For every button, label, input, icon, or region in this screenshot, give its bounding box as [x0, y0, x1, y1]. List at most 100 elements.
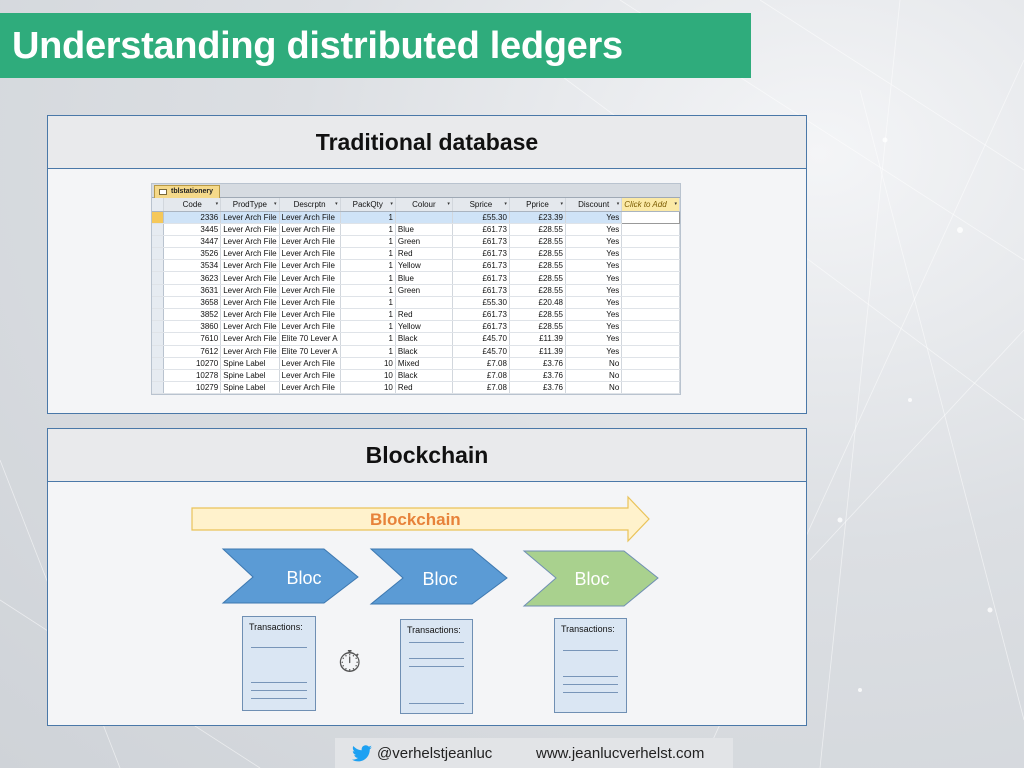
- table-cell[interactable]: Lever Arch File: [220, 308, 280, 322]
- table-cell[interactable]: Lever Arch File: [220, 259, 280, 273]
- table-cell[interactable]: £45.70: [452, 345, 510, 358]
- add-column-cell[interactable]: [621, 332, 680, 346]
- table-cell[interactable]: 10270: [163, 357, 222, 370]
- table-cell[interactable]: £3.76: [509, 369, 566, 383]
- table-cell[interactable]: Yellow: [395, 320, 453, 334]
- table-cell[interactable]: Lever Arch File: [279, 223, 341, 236]
- table-cell[interactable]: 3658: [163, 296, 222, 310]
- table-cell[interactable]: Lever Arch File: [220, 296, 280, 310]
- row-selector[interactable]: [152, 369, 165, 383]
- table-cell[interactable]: £28.55: [509, 308, 566, 322]
- table-cell[interactable]: Blue: [395, 271, 453, 285]
- add-column-cell[interactable]: [621, 271, 680, 285]
- table-cell[interactable]: Yes: [565, 235, 623, 249]
- table-cell[interactable]: £28.55: [509, 223, 566, 236]
- table-cell[interactable]: 1: [340, 345, 396, 358]
- add-column-cell[interactable]: [621, 210, 680, 224]
- table-tab[interactable]: tblstationery: [154, 185, 221, 198]
- table-cell[interactable]: Yes: [565, 223, 623, 236]
- table-cell[interactable]: Yellow: [395, 259, 453, 273]
- column-dropdown-icon[interactable]: ▾: [335, 201, 338, 207]
- table-cell[interactable]: 1: [340, 308, 396, 322]
- table-cell[interactable]: 3447: [163, 235, 222, 249]
- column-dropdown-icon[interactable]: ▾: [274, 201, 277, 207]
- add-column-cell[interactable]: [621, 381, 680, 394]
- table-cell[interactable]: Yes: [565, 296, 623, 310]
- row-selector[interactable]: [152, 211, 165, 224]
- table-cell[interactable]: Lever Arch File: [279, 320, 341, 334]
- table-cell[interactable]: Lever Arch File: [220, 320, 280, 334]
- table-cell[interactable]: £61.73: [452, 320, 510, 334]
- table-cell[interactable]: £28.55: [509, 320, 566, 334]
- column-dropdown-icon[interactable]: ▾: [390, 201, 393, 207]
- table-cell[interactable]: £23.39: [509, 211, 566, 224]
- add-column-cell[interactable]: [621, 357, 680, 370]
- table-cell[interactable]: Spine Label: [220, 369, 280, 383]
- table-cell[interactable]: [395, 211, 453, 224]
- twitter-bird-icon[interactable]: [351, 745, 373, 763]
- table-cell[interactable]: 7612: [163, 345, 222, 358]
- website-link[interactable]: www.jeanlucverhelst.com: [536, 745, 705, 762]
- row-selector[interactable]: [152, 332, 165, 346]
- table-cell[interactable]: Red: [395, 381, 453, 394]
- table-cell[interactable]: 10: [340, 369, 396, 383]
- column-dropdown-icon[interactable]: ▾: [215, 201, 219, 207]
- table-cell[interactable]: Black: [395, 332, 453, 346]
- table-cell[interactable]: 1: [340, 271, 396, 285]
- column-header[interactable]: Pprice▾: [509, 198, 566, 212]
- table-cell[interactable]: 1: [340, 223, 396, 236]
- column-dropdown-icon[interactable]: ▾: [504, 201, 507, 207]
- table-cell[interactable]: 1: [340, 259, 396, 273]
- table-cell[interactable]: No: [565, 381, 623, 394]
- column-dropdown-icon[interactable]: ▾: [447, 201, 450, 207]
- table-cell[interactable]: Yes: [565, 259, 623, 273]
- table-cell[interactable]: £61.73: [452, 247, 510, 261]
- add-column-cell[interactable]: [621, 235, 680, 249]
- table-cell[interactable]: Lever Arch File: [220, 284, 280, 297]
- table-cell[interactable]: Spine Label: [220, 357, 280, 370]
- table-cell[interactable]: Lever Arch File: [279, 381, 341, 394]
- table-cell[interactable]: £28.55: [509, 235, 566, 249]
- table-cell[interactable]: Yes: [565, 332, 623, 346]
- table-cell[interactable]: 3526: [163, 247, 222, 261]
- table-cell[interactable]: Yes: [565, 320, 623, 334]
- table-cell[interactable]: 1: [340, 235, 396, 249]
- add-column-cell[interactable]: [621, 223, 680, 236]
- row-selector[interactable]: [152, 357, 165, 370]
- table-cell[interactable]: Yes: [565, 211, 623, 224]
- row-selector[interactable]: [152, 247, 165, 261]
- row-selector[interactable]: [152, 308, 165, 322]
- table-cell[interactable]: £61.73: [452, 271, 510, 285]
- table-cell[interactable]: Red: [395, 308, 453, 322]
- table-cell[interactable]: 10279: [163, 381, 222, 394]
- table-cell[interactable]: £28.55: [509, 271, 566, 285]
- table-cell[interactable]: 2336: [163, 211, 222, 224]
- table-cell[interactable]: 10: [340, 357, 396, 370]
- table-cell[interactable]: Yes: [565, 345, 623, 358]
- table-cell[interactable]: £20.48: [509, 296, 566, 310]
- table-cell[interactable]: Elite 70 Lever A: [279, 345, 341, 358]
- column-header[interactable]: Sprice▾: [452, 198, 510, 212]
- column-dropdown-icon[interactable]: ▾: [674, 201, 677, 207]
- table-cell[interactable]: 1: [340, 247, 396, 261]
- table-cell[interactable]: Black: [395, 345, 453, 358]
- table-cell[interactable]: Red: [395, 247, 453, 261]
- table-cell[interactable]: £61.73: [452, 308, 510, 322]
- table-cell[interactable]: Yes: [565, 308, 623, 322]
- table-cell[interactable]: £3.76: [509, 357, 566, 370]
- add-column-cell[interactable]: [621, 308, 680, 322]
- row-selector[interactable]: [152, 296, 165, 310]
- table-cell[interactable]: £7.08: [452, 357, 510, 370]
- column-dropdown-icon[interactable]: ▾: [616, 201, 620, 207]
- table-cell[interactable]: £7.08: [452, 381, 510, 394]
- row-selector[interactable]: [152, 235, 165, 249]
- table-cell[interactable]: Lever Arch File: [220, 271, 280, 285]
- table-cell[interactable]: £55.30: [452, 211, 510, 224]
- column-dropdown-icon[interactable]: ▾: [560, 201, 563, 207]
